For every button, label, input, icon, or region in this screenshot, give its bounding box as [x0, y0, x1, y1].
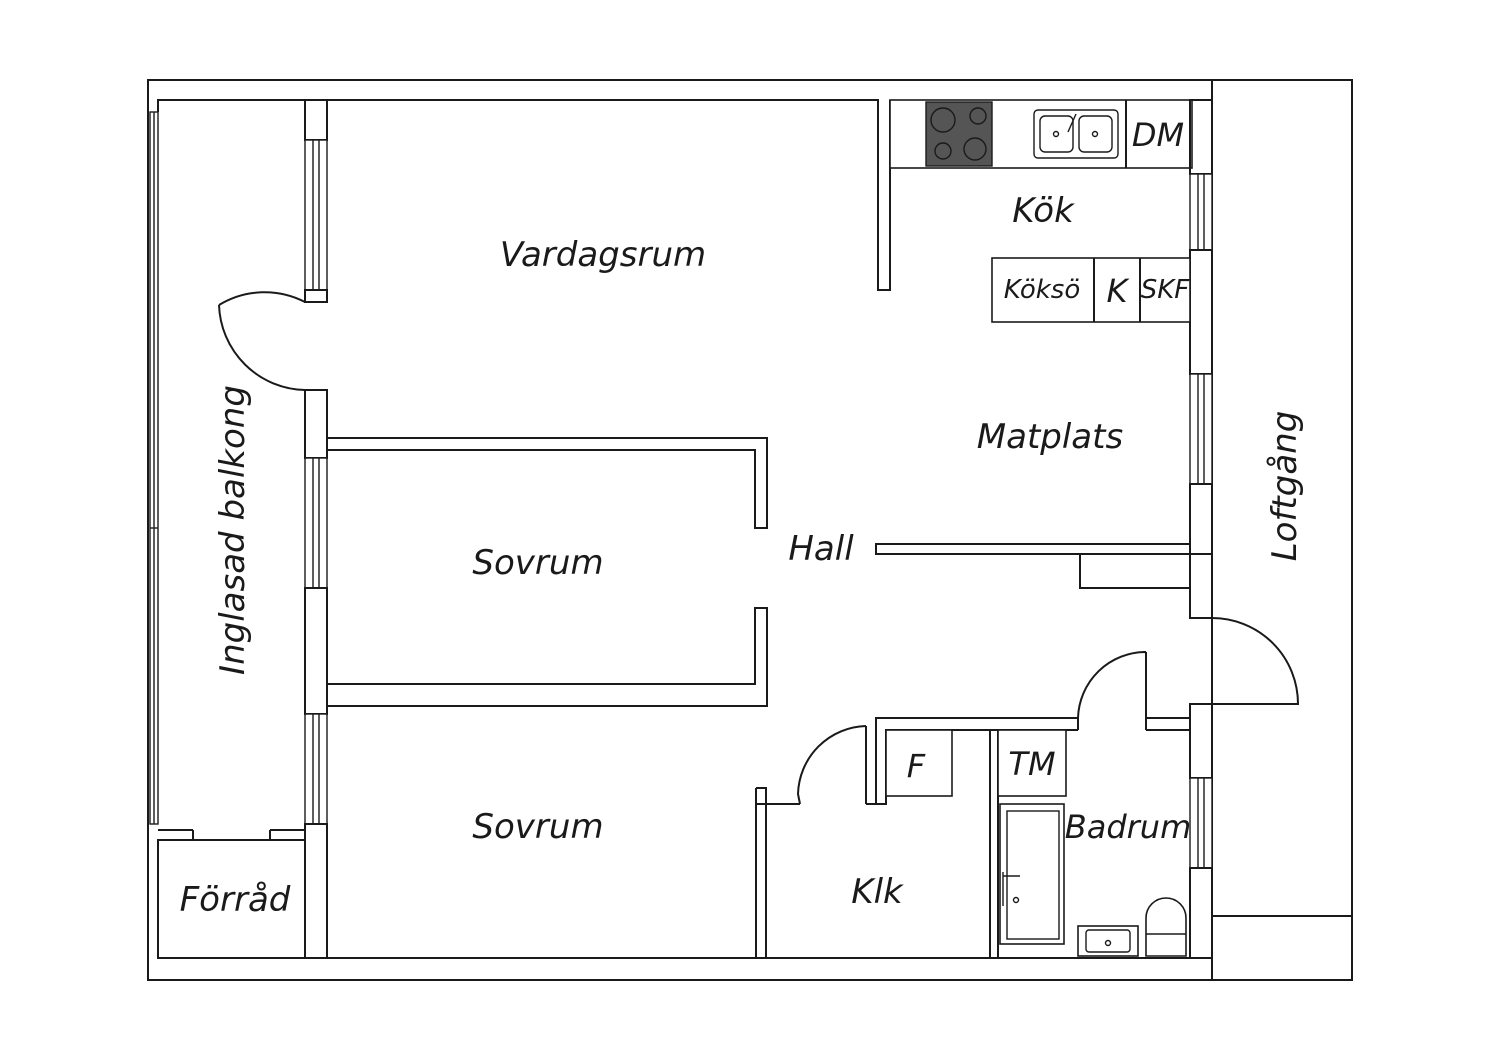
dishwasher-label: DM [1132, 116, 1184, 154]
entrance-door [1211, 617, 1300, 705]
east-wall [1189, 99, 1213, 959]
room-label-vardagsrum: Vardagsrum [500, 235, 706, 275]
outer-boundary [147, 79, 1353, 981]
matplats-divider [875, 543, 1191, 589]
washer [997, 729, 1067, 797]
kitchen-island-label: Köksö [1004, 275, 1081, 305]
room-label-badrum: Badrum [1065, 808, 1191, 846]
bedroom1-walls [326, 390, 768, 707]
washer-label: TM [1008, 745, 1055, 783]
room-label-forrad: Förråd [180, 880, 291, 920]
bathroom-sink [1077, 925, 1139, 957]
south-wall [158, 804, 1190, 959]
kitchen-counter [889, 99, 1193, 169]
living-room-walls [326, 99, 891, 291]
klk-door [796, 725, 867, 805]
room-label-loftgang: Loftgång [1265, 411, 1305, 562]
wardrobe [885, 729, 953, 797]
room-label-kok: Kök [1012, 191, 1075, 231]
bathroom-door [1077, 651, 1147, 719]
stove-top [925, 101, 993, 167]
balcony-inner-wall [304, 99, 328, 959]
room-label-hall: Hall [788, 529, 854, 569]
room-label-klk: Klk [851, 872, 904, 912]
fridge-label: K [1107, 272, 1131, 310]
toilet [1145, 897, 1187, 957]
room-label-sovrum-1: Sovrum [472, 543, 603, 583]
wardrobe-label: F [907, 747, 926, 785]
room-label-matplats: Matplats [977, 417, 1123, 457]
cabinet-label: SKF [1141, 275, 1191, 305]
kitchen-island-row [991, 257, 1191, 323]
room-label-sovrum-2: Sovrum [472, 807, 603, 847]
bathtub [999, 803, 1065, 945]
room-label-balkong: Inglasad balkong [213, 385, 253, 675]
balcony-glazing [149, 111, 159, 825]
balcony-door [218, 291, 306, 391]
